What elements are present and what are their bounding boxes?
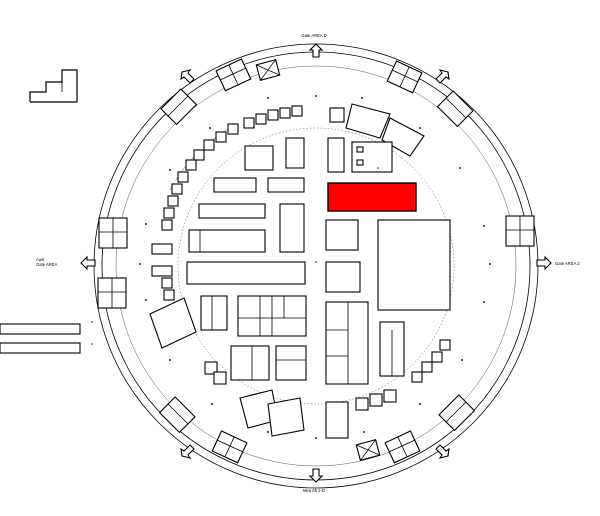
ring-towers — [97, 58, 535, 464]
east-arrow-icon — [536, 255, 552, 271]
north-arrow-icon — [308, 43, 324, 58]
highlighted-hall[interactable] — [327, 182, 417, 212]
south-arrow-icon — [308, 468, 324, 483]
exit-label-east: Gate AREA 2 — [555, 261, 580, 266]
exit-label-west-2: Gate AREA — [36, 262, 58, 267]
left-annex-buildings — [0, 323, 81, 354]
exit-label-south: Mea Ab 1-D — [303, 488, 325, 493]
exit-label-west-1: Ausl — [36, 257, 44, 262]
angled-halls — [149, 103, 425, 437]
ne-arrow-icon — [435, 69, 450, 84]
west-arrow-icon — [80, 255, 96, 271]
legend-key-shape — [29, 69, 78, 103]
exit-arrows — [80, 43, 552, 483]
column-dots — [91, 95, 491, 439]
nw-arrow-icon — [180, 69, 195, 84]
sw-arrow-icon — [180, 444, 195, 459]
exit-label-north: Gate AREA D — [301, 33, 326, 38]
interior-halls — [151, 137, 451, 439]
se-arrow-icon — [435, 444, 450, 459]
inner-pavilion-ring — [161, 105, 451, 411]
